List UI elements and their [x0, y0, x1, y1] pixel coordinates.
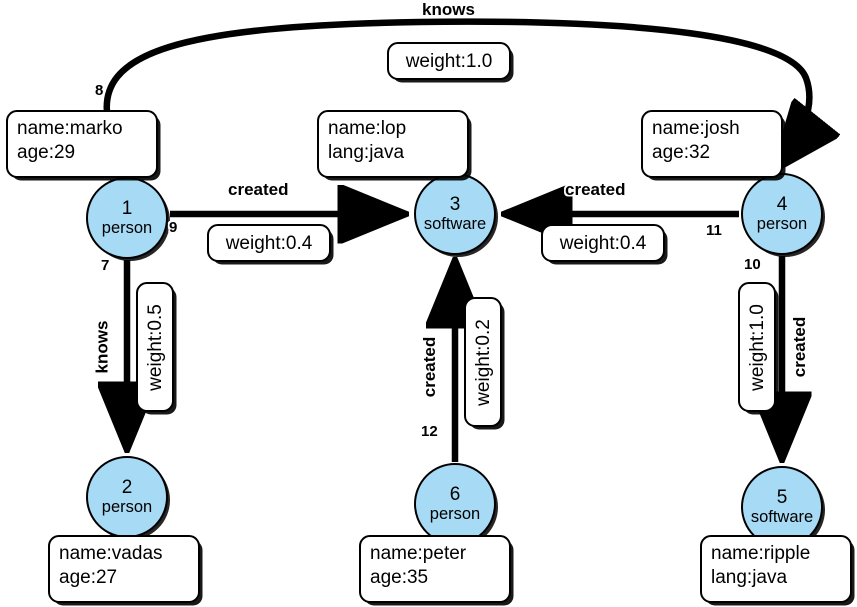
edge-id-12: 12: [421, 423, 438, 440]
prop-vadas-name: name:vadas: [59, 543, 163, 564]
vertex-3-software[interactable]: 3 software: [414, 173, 496, 255]
vertex-4-id: 4: [776, 193, 788, 215]
prop-josh-age: age:32: [652, 142, 711, 164]
prop-josh-name: name:josh: [652, 118, 740, 139]
weight-box-edge-7: weight:0.5: [136, 282, 174, 412]
vertex-3-id: 3: [449, 193, 461, 215]
edge-label-knows-7: knows: [92, 320, 112, 374]
prop-lop-name: name:lop: [328, 118, 407, 139]
prop-vadas-age: age:27: [59, 567, 118, 589]
edge-8-line: [103, 18, 810, 168]
vertex-1-person[interactable]: 1 person: [86, 177, 168, 259]
weight-text-9: weight:0.4: [225, 232, 313, 254]
edge-label-knows-8: knows: [422, 0, 475, 19]
vertex-2-id: 2: [121, 476, 133, 498]
weight-text-8: weight:1.0: [405, 50, 493, 72]
vertex-6-id: 6: [449, 483, 461, 505]
vertex-6-person[interactable]: 6 person: [414, 463, 496, 545]
vertex-4-person[interactable]: 4 person: [741, 173, 823, 255]
edge-label-created-9: created: [228, 180, 289, 199]
weight-box-edge-10: weight:1.0: [738, 282, 776, 412]
edge-label-created-12: created: [420, 336, 440, 398]
weight-box-edge-8: weight:1.0: [387, 42, 511, 80]
weight-text-12: weight:0.2: [472, 318, 494, 406]
property-box-vadas: name:vadas age:27: [48, 535, 200, 603]
weight-text-7: weight:0.5: [144, 303, 166, 391]
prop-lop-lang: lang:java: [328, 142, 405, 164]
weight-box-edge-12: weight:0.2: [464, 297, 502, 427]
vertex-6-label: person: [429, 504, 481, 523]
edge-id-10: 10: [744, 256, 761, 273]
prop-ripple-name: name:ripple: [711, 543, 811, 564]
prop-marko-age: age:29: [17, 142, 76, 164]
edge-id-8: 8: [95, 82, 104, 99]
weight-box-edge-9: weight:0.4: [207, 224, 331, 262]
edge-id-7: 7: [101, 257, 110, 274]
property-box-ripple: name:ripple lang:java: [700, 535, 852, 603]
property-box-marko: name:marko age:29: [6, 110, 158, 178]
vertex-5-label: software: [750, 507, 814, 526]
vertex-5-id: 5: [776, 486, 788, 508]
vertex-1-label: person: [101, 218, 153, 237]
prop-peter-name: name:peter: [370, 543, 467, 564]
property-box-peter: name:peter age:35: [359, 535, 511, 603]
prop-ripple-lang: lang:java: [711, 567, 788, 589]
weight-box-edge-11: weight:0.4: [541, 224, 665, 262]
weight-text-11: weight:0.4: [559, 232, 647, 254]
vertex-1-id: 1: [121, 197, 133, 219]
edge-label-created-10: created: [790, 316, 810, 378]
property-box-josh: name:josh age:32: [641, 110, 783, 178]
vertex-2-label: person: [101, 497, 153, 516]
prop-peter-age: age:35: [370, 567, 429, 589]
edge-id-9: 9: [169, 219, 178, 236]
vertex-2-person[interactable]: 2 person: [86, 456, 168, 538]
edge-id-11: 11: [706, 222, 722, 239]
prop-marko-name: name:marko: [17, 118, 123, 139]
edge-label-created-11: created: [565, 180, 626, 199]
vertex-3-label: software: [423, 214, 487, 233]
weight-text-10: weight:1.0: [746, 303, 768, 391]
property-box-lop: name:lop lang:java: [317, 110, 469, 178]
vertex-4-label: person: [756, 214, 808, 233]
